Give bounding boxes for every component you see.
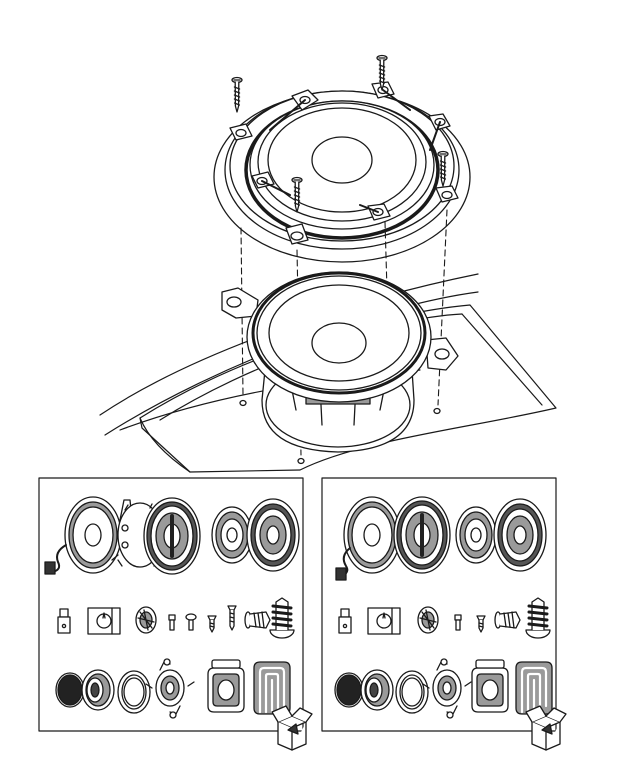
mounting-ring [214, 82, 470, 262]
tweeter-set [212, 499, 299, 571]
installation-illustration [100, 56, 556, 473]
kit-panel-right [322, 478, 566, 750]
kit-left-row-speakers [45, 497, 299, 574]
kit-panel-left [39, 478, 312, 750]
